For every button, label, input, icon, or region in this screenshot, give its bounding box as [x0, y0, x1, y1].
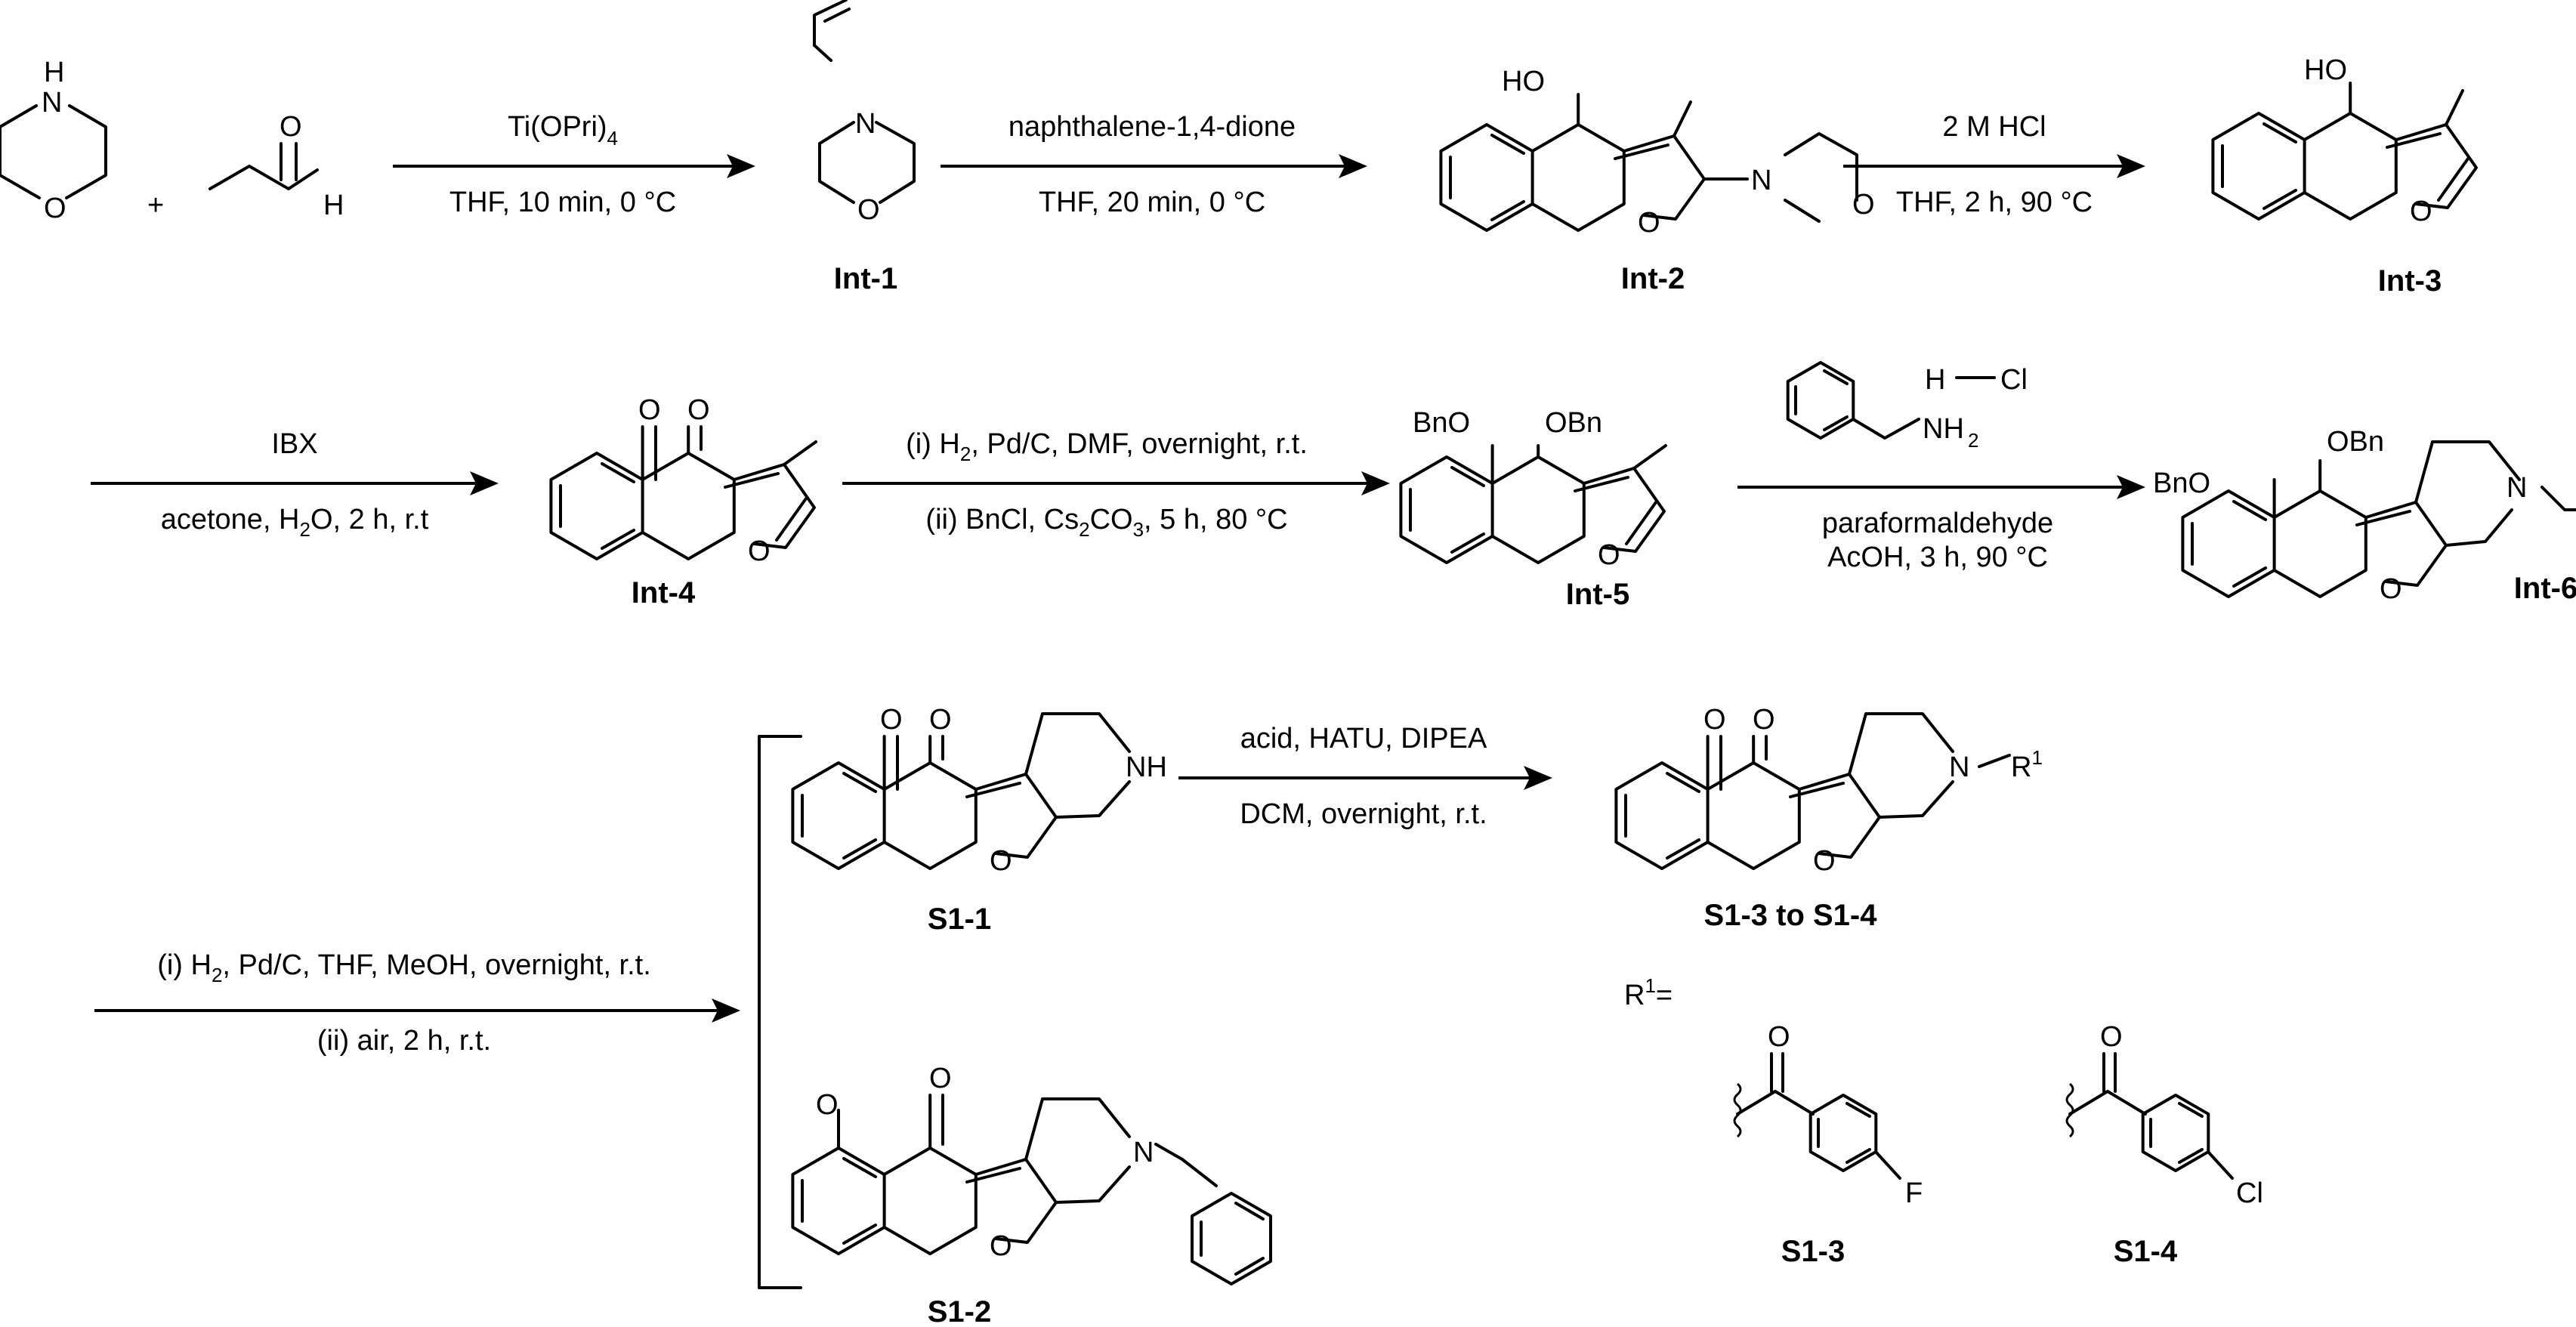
arrow-step-3: 2 M HCl THF, 2 h, 90 °C [1843, 111, 2145, 218]
svg-text:OBn: OBn [1545, 407, 1602, 439]
svg-text:O: O [816, 1089, 839, 1121]
step7-conditions: (ii) air, 2 h, r.t. [317, 1025, 491, 1057]
label-int-1: Int-1 [834, 262, 897, 295]
morpholine: N H O [0, 57, 107, 224]
label-int-5: Int-5 [1566, 578, 1629, 611]
compound-s1-2: O O O N S1-2 [791, 1063, 1272, 1327]
label-s1-4: S1-4 [2114, 1235, 2178, 1268]
step5-reagent: (i) H2, Pd/C, DMF, overnight, r.t. [906, 428, 1308, 465]
svg-text:O: O [2410, 196, 2432, 227]
arrow-step-5: (i) H2, Pd/C, DMF, overnight, r.t. (ii) … [842, 428, 1390, 541]
svg-text:O: O [1638, 207, 1660, 239]
svg-text:OBn: OBn [2327, 426, 2384, 458]
svg-text:2: 2 [1968, 429, 1978, 452]
svg-text:O: O [1768, 1021, 1790, 1053]
substituent-s1-3: O F S1-3 [1733, 1021, 1923, 1268]
plus-sign: + [147, 190, 164, 221]
svg-text:HO: HO [1502, 66, 1545, 97]
svg-text:O: O [1852, 189, 1875, 221]
product-bracket [758, 735, 802, 1289]
svg-text:O: O [1703, 704, 1726, 736]
svg-text:O: O [280, 111, 302, 143]
svg-text:O: O [1813, 845, 1836, 877]
step5-conditions: (ii) BnCl, Cs2CO3, 5 h, 80 °C [925, 504, 1287, 541]
compound-s1-3-to-s1-4: O O O N R1 S1-3 to S1-4 [1614, 704, 2043, 932]
svg-text:H: H [1925, 364, 1945, 396]
svg-text:N: N [855, 108, 876, 140]
compound-s1-1: O O O NH S1-1 [791, 704, 1167, 936]
step4-reagent: IBX [271, 428, 317, 460]
label-int-6: Int-6 [2514, 572, 2576, 605]
arrow-step-6: H Cl NH 2 paraformaldehyde AcOH, 3 h, 90… [1737, 361, 2145, 573]
label-int-2: Int-2 [1621, 262, 1685, 295]
step8-reagent: acid, HATU, DIPEA [1240, 723, 1487, 755]
svg-text:O: O [44, 193, 66, 224]
step7-reagent: (i) H2, Pd/C, THF, MeOH, overnight, r.t. [157, 949, 651, 986]
svg-text:F: F [1905, 1177, 1923, 1209]
svg-text:Cl: Cl [2000, 364, 2028, 396]
svg-text:O: O [857, 194, 880, 226]
compound-int-3: HO O Int-3 [2211, 54, 2478, 298]
step2-conditions: THF, 20 min, 0 °C [1039, 187, 1265, 218]
svg-text:O: O [638, 394, 661, 426]
svg-text:O: O [990, 1230, 1012, 1262]
arrow-step-8: acid, HATU, DIPEA DCM, overnight, r.t. [1178, 723, 1552, 830]
compound-int-5: BnO OBn O Int-5 [1399, 407, 1667, 611]
svg-text:O: O [687, 394, 710, 426]
svg-text:O: O [880, 704, 903, 736]
svg-text:BnO: BnO [1413, 407, 1470, 439]
substituent-s1-4: O Cl S1-4 [2065, 1021, 2263, 1268]
svg-text:O: O [1753, 704, 1775, 736]
svg-text:O: O [929, 704, 952, 736]
step3-conditions: THF, 2 h, 90 °C [1896, 187, 2093, 218]
r1-definition: R1= [1624, 974, 1673, 1011]
compound-int-2: HO O N O Int-2 [1439, 66, 1875, 295]
step1-reagent: Ti(OPri)4 [508, 111, 618, 150]
svg-text:O: O [748, 535, 771, 567]
svg-text:N: N [42, 87, 62, 119]
svg-text:N: N [1133, 1137, 1154, 1168]
svg-text:NH: NH [1126, 751, 1167, 783]
step3-reagent: 2 M HCl [1942, 111, 2046, 143]
svg-text:BnO: BnO [2153, 468, 2210, 499]
label-int-3: Int-3 [2378, 264, 2442, 298]
step4-conditions: acetone, H2O, 2 h, r.t [161, 504, 429, 541]
step8-conditions: DCM, overnight, r.t. [1240, 798, 1487, 830]
step1-conditions: THF, 10 min, 0 °C [449, 187, 676, 218]
step6-conditions-2: AcOH, 3 h, 90 °C [1827, 542, 2048, 573]
label-s1-3-to-s1-4: S1-3 to S1-4 [1704, 899, 1878, 932]
svg-text:N: N [2507, 472, 2527, 504]
svg-text:O: O [2380, 573, 2402, 605]
svg-text:O: O [929, 1063, 952, 1094]
arrow-step-1: Ti(OPri)4 THF, 10 min, 0 °C [393, 111, 755, 218]
label-s1-3: S1-3 [1781, 1235, 1846, 1268]
label-s1-2: S1-2 [928, 1295, 992, 1327]
svg-text:O: O [990, 845, 1012, 877]
arrow-step-2: naphthalene-1,4-dione THF, 20 min, 0 °C [941, 111, 1367, 218]
svg-text:NH: NH [1923, 413, 1964, 445]
svg-text:H: H [323, 190, 344, 221]
label-int-4: Int-4 [632, 576, 696, 609]
svg-text:N: N [1751, 165, 1771, 196]
step6-conditions-1: paraformaldehyde [1822, 508, 2053, 539]
arrow-step-7: (i) H2, Pd/C, THF, MeOH, overnight, r.t.… [94, 949, 740, 1057]
compound-int-6: BnO OBn O N Ph Int-6 [2153, 426, 2576, 605]
arrow-step-4: IBX acetone, H2O, 2 h, r.t [91, 428, 499, 541]
svg-text:N: N [1949, 751, 1969, 783]
propanal: O H [208, 111, 344, 221]
svg-text:H: H [44, 57, 64, 88]
step2-reagent: naphthalene-1,4-dione [1008, 111, 1296, 143]
compound-int-1: N O Int-1 [813, 0, 916, 295]
r1-group: R1 [2011, 746, 2043, 783]
svg-text:HO: HO [2304, 54, 2347, 86]
svg-text:O: O [2100, 1021, 2123, 1053]
compound-int-4: O O O Int-4 [549, 394, 817, 609]
label-s1-1: S1-1 [928, 903, 992, 936]
svg-text:Cl: Cl [2236, 1177, 2263, 1209]
svg-text:O: O [1598, 539, 1620, 571]
